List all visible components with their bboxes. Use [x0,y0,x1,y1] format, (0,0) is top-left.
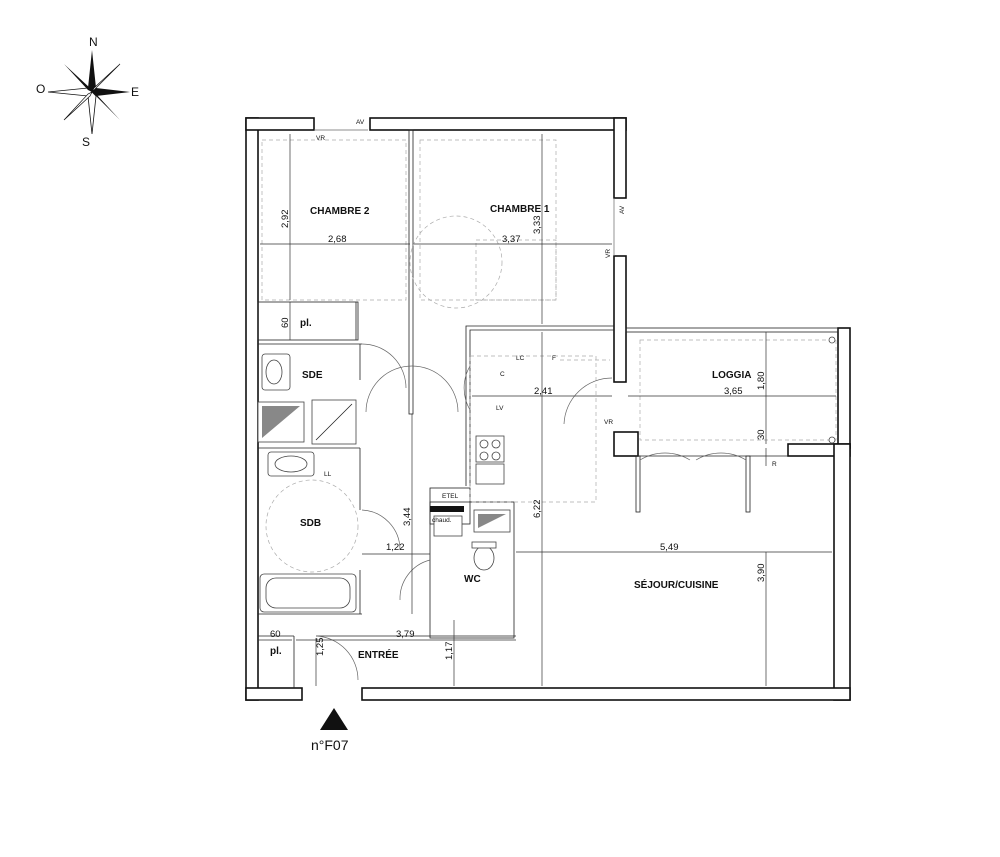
dim-corridor-width: 1,22 [386,542,405,553]
dim-entree-width: 3,79 [396,629,415,640]
compass-east-label: E [131,85,139,99]
dim-placard-60b: 60 [270,629,281,640]
room-chambre-1: CHAMBRE 1 [490,204,550,215]
dim-loggia-height: 1,80 [756,372,767,391]
label-av-right: AV [619,205,626,214]
compass-west-label: O [36,82,45,96]
fixture-labels: VR AV AV VR VR LC F C LV LL ETEL chaud. … [316,119,777,524]
compass-north-label: N [89,35,98,49]
label-r: R [772,461,777,468]
room-chambre-2: CHAMBRE 2 [310,206,370,217]
dim-ch1-width: 3,37 [502,234,521,245]
label-f: F [552,355,556,362]
label-lv: LV [496,405,504,412]
label-c: C [500,371,505,378]
room-placard-2: pl. [270,646,282,657]
dim-ch2-width: 2,68 [328,234,347,245]
dim-entree-125: 1,25 [315,638,326,657]
label-vr-right1: VR [605,249,612,258]
entry-marker: n°F07 [311,708,349,753]
room-sde: SDE [302,370,323,381]
label-lc: LC [516,355,525,362]
compass-rose: N E S O [36,35,139,149]
compass-south-label: S [82,135,90,149]
dim-sejour-lower-height: 3,90 [756,564,767,583]
exterior-walls [245,117,851,701]
dim-corridor-height: 3,44 [402,508,413,527]
dim-sejour-width: 5,49 [660,542,679,553]
door-swings [314,129,747,681]
dim-ch1-height: 3,33 [532,216,543,235]
apartment-reference: n°F07 [311,737,349,753]
dim-placard-60a: 60 [280,317,291,328]
dim-entree-117: 1,17 [444,642,455,661]
room-entree: ENTRÉE [358,648,399,661]
room-placard-1: pl. [300,318,312,329]
dim-loggia-30: 30 [756,429,767,440]
room-labels: CHAMBRE 2 CHAMBRE 1 LOGGIA SDE SDB WC SÉ… [270,204,751,661]
dim-sejour-height: 6,22 [532,500,543,519]
dimension-labels: 2,92 2,68 3,37 3,33 60 2,41 3,65 1,80 30… [270,210,767,661]
label-vr-right2: VR [604,419,613,426]
label-chaud: chaud. [432,517,452,524]
label-vr-top: VR [316,135,325,142]
dim-loggia-width: 3,65 [724,386,743,397]
room-loggia: LOGGIA [712,370,751,381]
room-sejour-cuisine: SÉJOUR/CUISINE [634,578,719,591]
label-etel: ETEL [442,493,459,500]
room-sdb: SDB [300,518,321,529]
label-av-top: AV [356,119,365,126]
dim-ch2-height: 2,92 [280,210,291,229]
room-wc: WC [464,574,481,585]
fixtures [257,336,836,613]
furniture-outlines [261,139,837,573]
entry-arrow-icon [320,708,348,730]
label-ll: LL [324,471,332,478]
dim-kitchen-width: 2,41 [534,386,553,397]
dimension-lines [258,134,836,686]
